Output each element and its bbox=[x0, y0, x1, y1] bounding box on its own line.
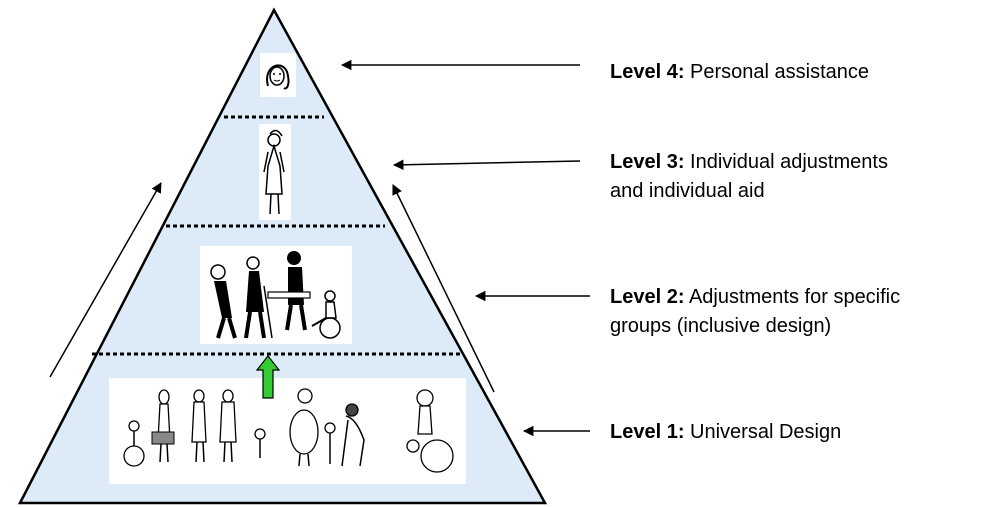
diverse-people-icon bbox=[109, 378, 466, 484]
disability-groups-icon bbox=[200, 246, 352, 344]
person-portrait-icon bbox=[260, 53, 296, 97]
left-diagonal-arrow bbox=[49, 182, 162, 378]
level4-label: Level 4: Personal assistance bbox=[610, 58, 869, 87]
level4-text-line1: Personal assistance bbox=[690, 61, 870, 83]
level3-label: Level 3: Individual adjustments and indi… bbox=[610, 148, 888, 206]
level3-pointer-arrow bbox=[392, 159, 581, 171]
green-up-arrow-icon bbox=[255, 355, 281, 399]
level1-text-line1: Universal Design bbox=[690, 421, 842, 443]
level2-name: Level 2: bbox=[610, 286, 685, 308]
level1-label: Level 1: Universal Design bbox=[610, 418, 841, 447]
level4-name: Level 4: bbox=[610, 61, 685, 83]
right-diagonal-arrow bbox=[392, 184, 495, 393]
level2-label: Level 2: Adjustments for specific groups… bbox=[610, 283, 900, 341]
level1-name: Level 1: bbox=[610, 421, 685, 443]
level3-text-line1: Individual adjustments bbox=[690, 151, 888, 173]
level3-text-line2: and individual aid bbox=[610, 180, 765, 202]
level2-text-line1: Adjustments for specific bbox=[688, 286, 901, 308]
level3-name: Level 3: bbox=[610, 151, 685, 173]
level2-text-line2: groups (inclusive design) bbox=[610, 315, 832, 337]
standing-person-icon bbox=[259, 124, 291, 220]
